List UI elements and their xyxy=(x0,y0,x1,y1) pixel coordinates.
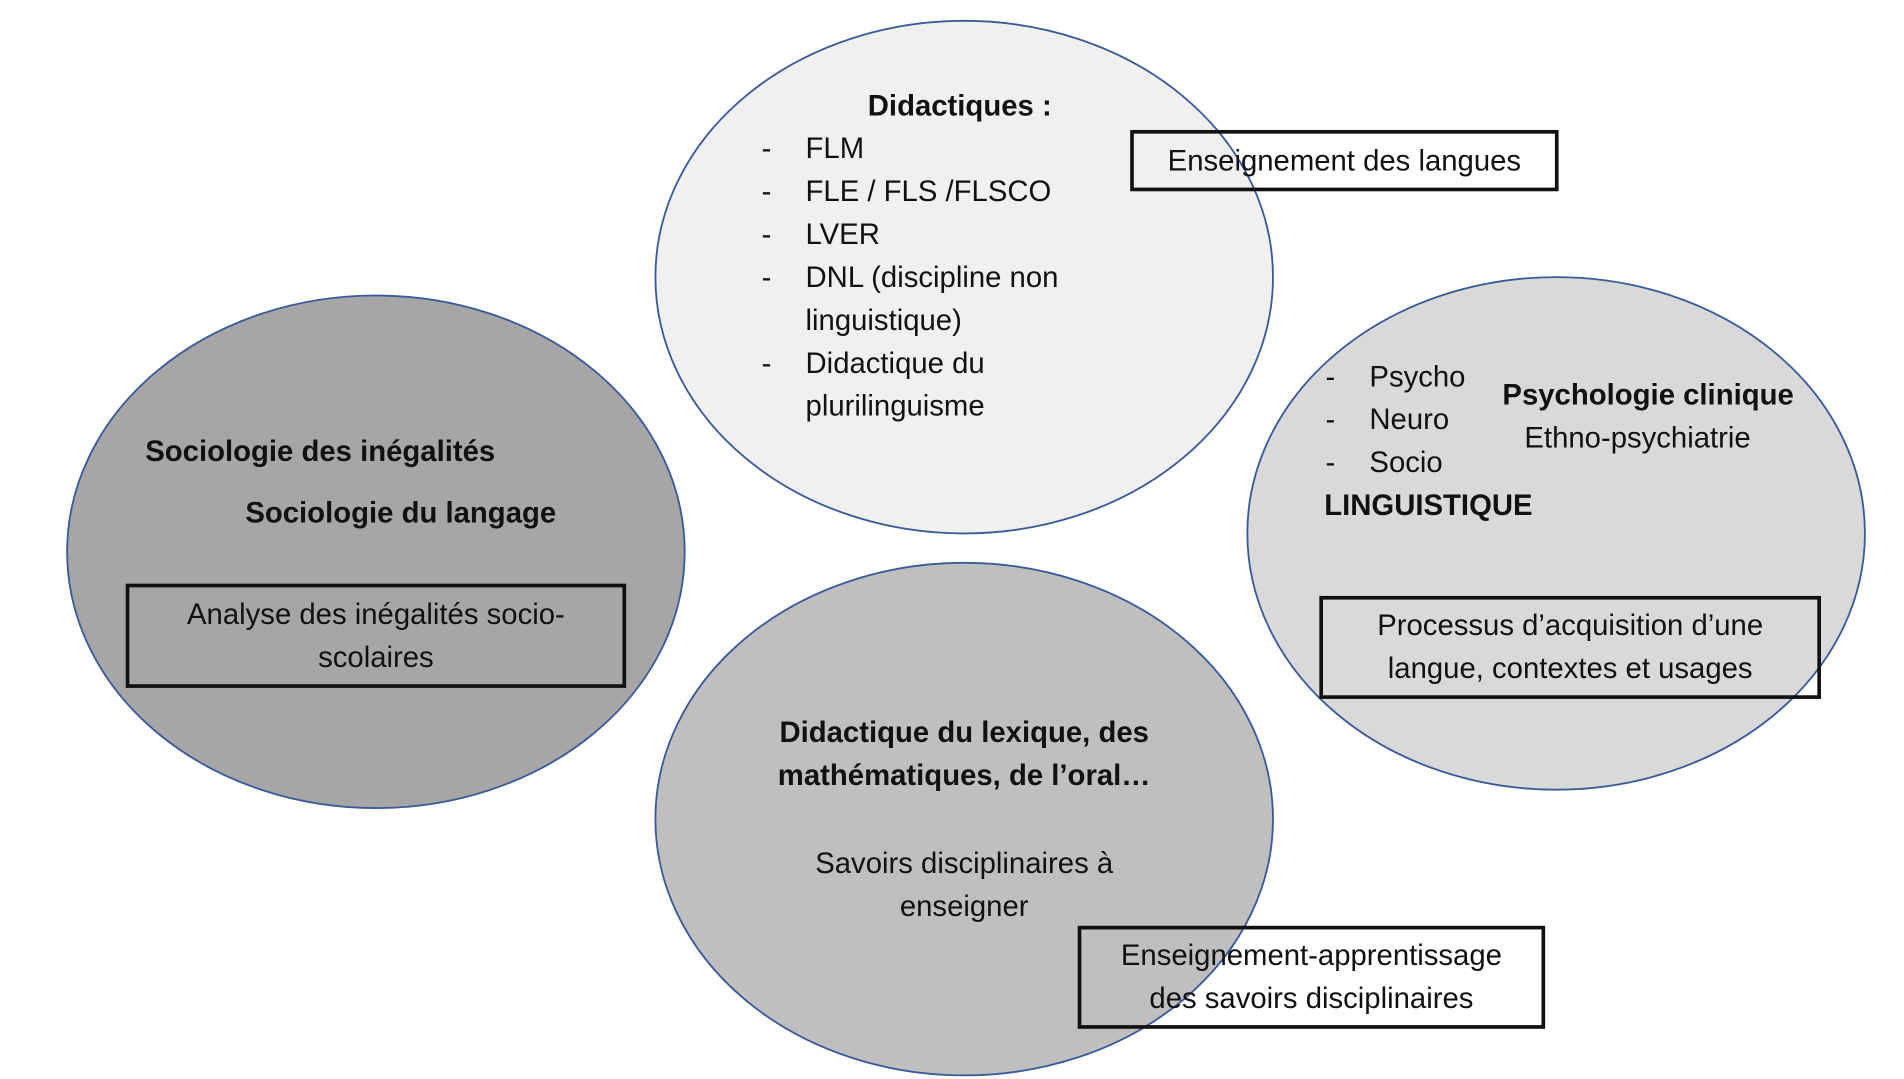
right-ethno: Ethno-psychiatrie xyxy=(1524,421,1751,455)
bottom-sub: Savoirs disciplinaires à enseigner xyxy=(815,847,1114,924)
list-item: Psycho xyxy=(1325,356,1465,399)
left-line1: Sociologie des inégalités xyxy=(145,435,496,469)
list-item: FLM xyxy=(762,128,1116,171)
list-item: Socio xyxy=(1325,441,1465,484)
ellipse-left xyxy=(66,294,686,809)
left-line2: Sociologie du langage xyxy=(245,496,557,530)
list-item: FLE / FLS /FLSCO xyxy=(762,170,1116,213)
right-linguistique: LINGUISTIQUE xyxy=(1324,489,1533,523)
list-item: Neuro xyxy=(1325,399,1465,442)
ellipse-bottom xyxy=(654,561,1274,1077)
ellipse-right xyxy=(1246,276,1866,791)
list-item: Didactique du plurilinguisme xyxy=(762,342,1050,428)
right-list: Psycho Neuro Socio xyxy=(1325,356,1465,485)
bottom-title: Didactique du lexique, des mathématiques… xyxy=(777,716,1151,793)
box-enseignement-apprentissage: Enseignement-apprentissage des savoirs d… xyxy=(1077,925,1546,1029)
box-enseignement-langues: Enseignement des langues xyxy=(1130,129,1559,192)
box-analyse-inegalites: Analyse des inégalités socio-scolaires xyxy=(125,583,627,688)
list-item: LVER xyxy=(762,213,1116,256)
right-psychologie: Psychologie clinique xyxy=(1502,378,1794,413)
top-list: FLM FLE / FLS /FLSCO LVER DNL (disciplin… xyxy=(762,128,1116,428)
list-item: DNL (discipline non linguistique) xyxy=(762,256,1099,342)
box-processus-acquisition: Processus d’acquisition d’une langue, co… xyxy=(1319,595,1821,699)
top-title: Didactiques : xyxy=(867,89,1052,123)
